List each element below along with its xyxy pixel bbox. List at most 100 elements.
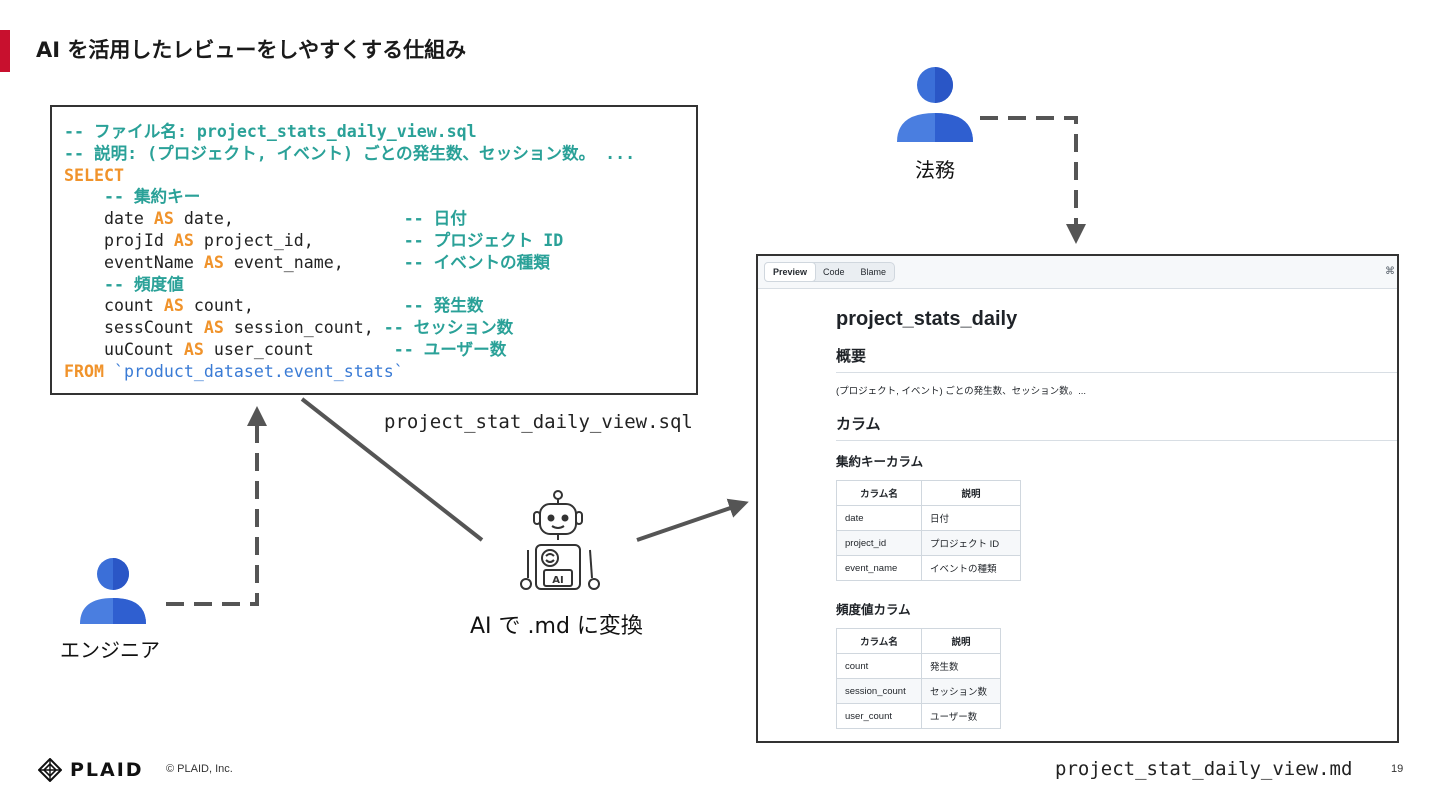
code-line: -- 説明: (プロジェクト, イベント) ごとの発生数、セッション数。 ...	[64, 143, 696, 165]
tab-code[interactable]: Code	[823, 267, 845, 277]
table-cell: イベントの種類	[921, 555, 1021, 581]
slide-title: AI を活用したレビューをしやすくする仕組み	[36, 38, 467, 62]
code-token: -- プロジェクト ID	[403, 230, 564, 250]
md-key-heading: 集約キーカラム	[836, 455, 924, 469]
code-token: AS	[203, 318, 224, 338]
preview-tab-bar: Preview Code Blame ⌘	[758, 256, 1397, 289]
code-token: date,	[173, 209, 404, 229]
code-line: -- 頻度値	[64, 274, 696, 296]
code-line: -- 集約キー	[64, 186, 696, 208]
table-header: 説明	[921, 628, 1001, 654]
engineer-label: エンジニア	[60, 638, 160, 662]
table-cell: セッション数	[921, 678, 1001, 704]
table-header: カラム名	[836, 480, 922, 506]
table-cell: ユーザー数	[921, 703, 1001, 729]
table-cell: event_name	[836, 555, 922, 581]
code-token: SELECT	[64, 165, 124, 185]
sql-file-label: project_stat_daily_view.sql	[384, 411, 693, 433]
markdown-content: project_stats_daily 概要 (プロジェクト, イベント) ごと…	[836, 308, 1397, 741]
ai-to-md-arrow	[636, 498, 749, 542]
sql-to-ai-line	[300, 397, 484, 542]
copyright-text: © PLAID, Inc.	[166, 763, 233, 775]
table-cell: 発生数	[921, 653, 1001, 679]
code-line: date AS date, -- 日付	[64, 208, 696, 230]
table-cell: project_id	[836, 530, 922, 556]
code-line: projId AS project_id, -- プロジェクト ID	[64, 230, 696, 252]
legal-label: 法務	[915, 158, 955, 182]
table-cell: session_count	[836, 678, 922, 704]
markdown-preview-window: Preview Code Blame ⌘ project_stats_daily…	[756, 254, 1399, 743]
copilot-icon[interactable]: ⌘	[1385, 266, 1395, 277]
code-token: -- ファイル名: project_stats_daily_view.sql	[64, 122, 477, 141]
code-token: projId	[64, 230, 174, 250]
code-token: -- イベントの種類	[403, 252, 550, 272]
code-token: user_count	[203, 339, 394, 359]
code-token: eventName	[64, 252, 204, 272]
legal-to-md-arrow	[980, 116, 1086, 244]
md-overview-heading: 概要	[836, 345, 1397, 373]
plaid-logo: PLAID	[38, 758, 144, 782]
code-line: sessCount AS session_count, -- セッション数	[64, 317, 696, 339]
md-title: project_stats_daily	[836, 308, 1018, 330]
code-token: FROM	[64, 361, 104, 381]
view-mode-tabs: Preview Code Blame	[764, 262, 896, 282]
code-line: uuCount AS user_count -- ユーザー数	[64, 339, 696, 361]
table-cell: date	[836, 505, 922, 531]
code-token: event_name,	[223, 252, 404, 272]
table-cell: user_count	[836, 703, 922, 729]
engineer-to-sql-arrow	[166, 406, 267, 606]
code-token: session_count,	[223, 318, 384, 338]
code-line: FROM `product_dataset.event_stats`	[64, 361, 696, 383]
md-freq-heading: 頻度値カラム	[836, 603, 911, 617]
tab-blame[interactable]: Blame	[860, 267, 887, 277]
ai-badge-text: AI	[552, 575, 563, 586]
md-overview-text: (プロジェクト, イベント) ごとの発生数、セッション数。...	[836, 386, 1087, 397]
code-token: -- 日付	[403, 209, 467, 229]
plaid-logo-text: PLAID	[70, 759, 144, 781]
page-number: 19	[1391, 763, 1404, 775]
code-line: SELECT	[64, 165, 696, 187]
table-cell: 日付	[921, 505, 1021, 531]
table-header: 説明	[921, 480, 1021, 506]
code-line: -- ファイル名: project_stats_daily_view.sql	[64, 121, 696, 143]
title-accent-bar	[0, 30, 10, 72]
code-token: AS	[163, 296, 184, 316]
code-token: AS	[173, 230, 194, 250]
code-token: count	[64, 296, 164, 316]
code-token: AS	[203, 252, 224, 272]
code-token: -- 頻度値	[103, 274, 184, 294]
code-token: -- 発生数	[403, 296, 484, 316]
code-token: AS	[153, 209, 174, 229]
ai-robot-icon	[520, 490, 600, 590]
tab-preview[interactable]: Preview	[764, 262, 817, 282]
table-cell: count	[836, 653, 922, 679]
code-token: -- 集約キー	[103, 187, 201, 207]
md-columns-heading: カラム	[836, 413, 1397, 441]
plaid-logo-icon	[38, 758, 62, 782]
code-line: eventName AS event_name, -- イベントの種類	[64, 252, 696, 274]
code-token: `product_dataset.event_stats`	[113, 361, 404, 381]
code-token: -- 説明: (プロジェクト, イベント) ごとの発生数、セッション数。 ...	[64, 143, 636, 163]
code-token: count,	[183, 296, 404, 316]
code-token: sessCount	[64, 318, 204, 338]
table-cell: プロジェクト ID	[921, 530, 1021, 556]
sql-code-block: -- ファイル名: project_stats_daily_view.sql --…	[50, 105, 698, 395]
engineer-person-icon	[80, 558, 146, 624]
table-header: カラム名	[836, 628, 922, 654]
code-token: uuCount	[64, 339, 184, 359]
code-token: -- ユーザー数	[393, 339, 507, 359]
code-token: project_id,	[193, 230, 404, 250]
md-file-label: project_stat_daily_view.md	[1055, 758, 1353, 780]
code-line: count AS count, -- 発生数	[64, 295, 696, 317]
code-token: date	[64, 209, 154, 229]
code-token: AS	[183, 339, 204, 359]
